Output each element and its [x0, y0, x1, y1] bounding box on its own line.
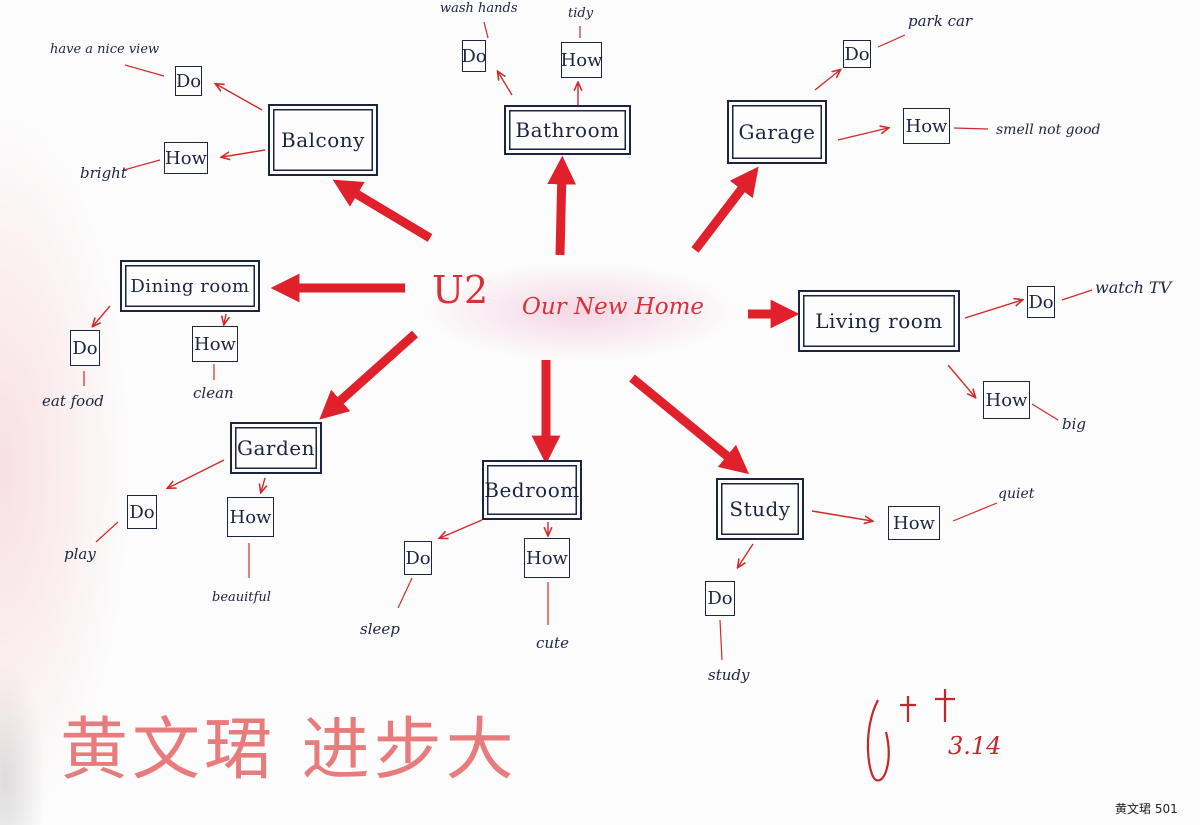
bedroom-how: How: [524, 538, 570, 578]
bathroom-do-note: wash hands: [440, 1, 518, 16]
balcony-do: Do: [175, 66, 202, 96]
dining-how-note: clean: [193, 384, 234, 402]
center-topic-highlight: [420, 262, 740, 362]
arrow-to-bathroom: [547, 155, 577, 256]
dining-do-note: eat food: [42, 392, 104, 410]
garden-do-note: play: [64, 545, 96, 563]
room-study: Study: [716, 478, 804, 540]
room-garden: Garden: [230, 422, 322, 474]
living-do-note: watch TV: [1095, 278, 1172, 297]
living-do: Do: [1027, 286, 1055, 318]
bedroom-how-note: cute: [536, 634, 569, 652]
bedroom-do-note: sleep: [360, 620, 400, 638]
garden-how: How: [227, 497, 274, 537]
study-how-note: quiet: [998, 486, 1035, 502]
room-living: Living room: [798, 290, 960, 352]
student-name-class: 黄文珺 501: [1115, 802, 1178, 816]
bedroom-do: Do: [404, 541, 432, 575]
room-bathroom: Bathroom: [504, 105, 631, 155]
study-how: How: [888, 506, 940, 540]
room-balcony: Balcony: [268, 104, 378, 176]
garage-how: How: [903, 108, 950, 144]
unit-label: U2: [432, 268, 489, 312]
praise-stamp: 黄文珺 进步大: [60, 711, 518, 790]
garden-do: Do: [127, 495, 157, 529]
teacher-date: 3.14: [948, 732, 1002, 760]
bathroom-do: Do: [461, 40, 487, 72]
room-garage: Garage: [727, 100, 827, 164]
garage-do: Do: [843, 40, 871, 68]
garden-how-note: beauitful: [212, 590, 271, 605]
bathroom-how-note: tidy: [568, 6, 594, 21]
garage-how-note: smell not good: [996, 122, 1101, 138]
room-bedroom: Bedroom: [482, 460, 582, 520]
bathroom-how: How: [561, 42, 602, 78]
dining-how: How: [192, 326, 238, 362]
study-do: Do: [705, 581, 735, 616]
dining-do: Do: [70, 330, 100, 366]
teacher-signature: [866, 689, 955, 782]
living-how: How: [983, 381, 1030, 419]
living-how-note: big: [1062, 415, 1087, 433]
arrow-to-garage: [691, 166, 759, 253]
arrow-to-study: [629, 374, 750, 475]
arrow-to-garden: [319, 330, 418, 420]
center-topic: Our New Home: [522, 294, 705, 320]
arrow-to-balcony: [332, 179, 433, 242]
study-do-note: study: [708, 666, 750, 684]
balcony-do-note: have a nice view: [50, 42, 160, 57]
room-dining: Dining room: [120, 260, 260, 312]
balcony-how: How: [164, 142, 208, 174]
garage-do-note: park car: [908, 12, 973, 30]
balcony-how-note: bright: [80, 164, 127, 182]
